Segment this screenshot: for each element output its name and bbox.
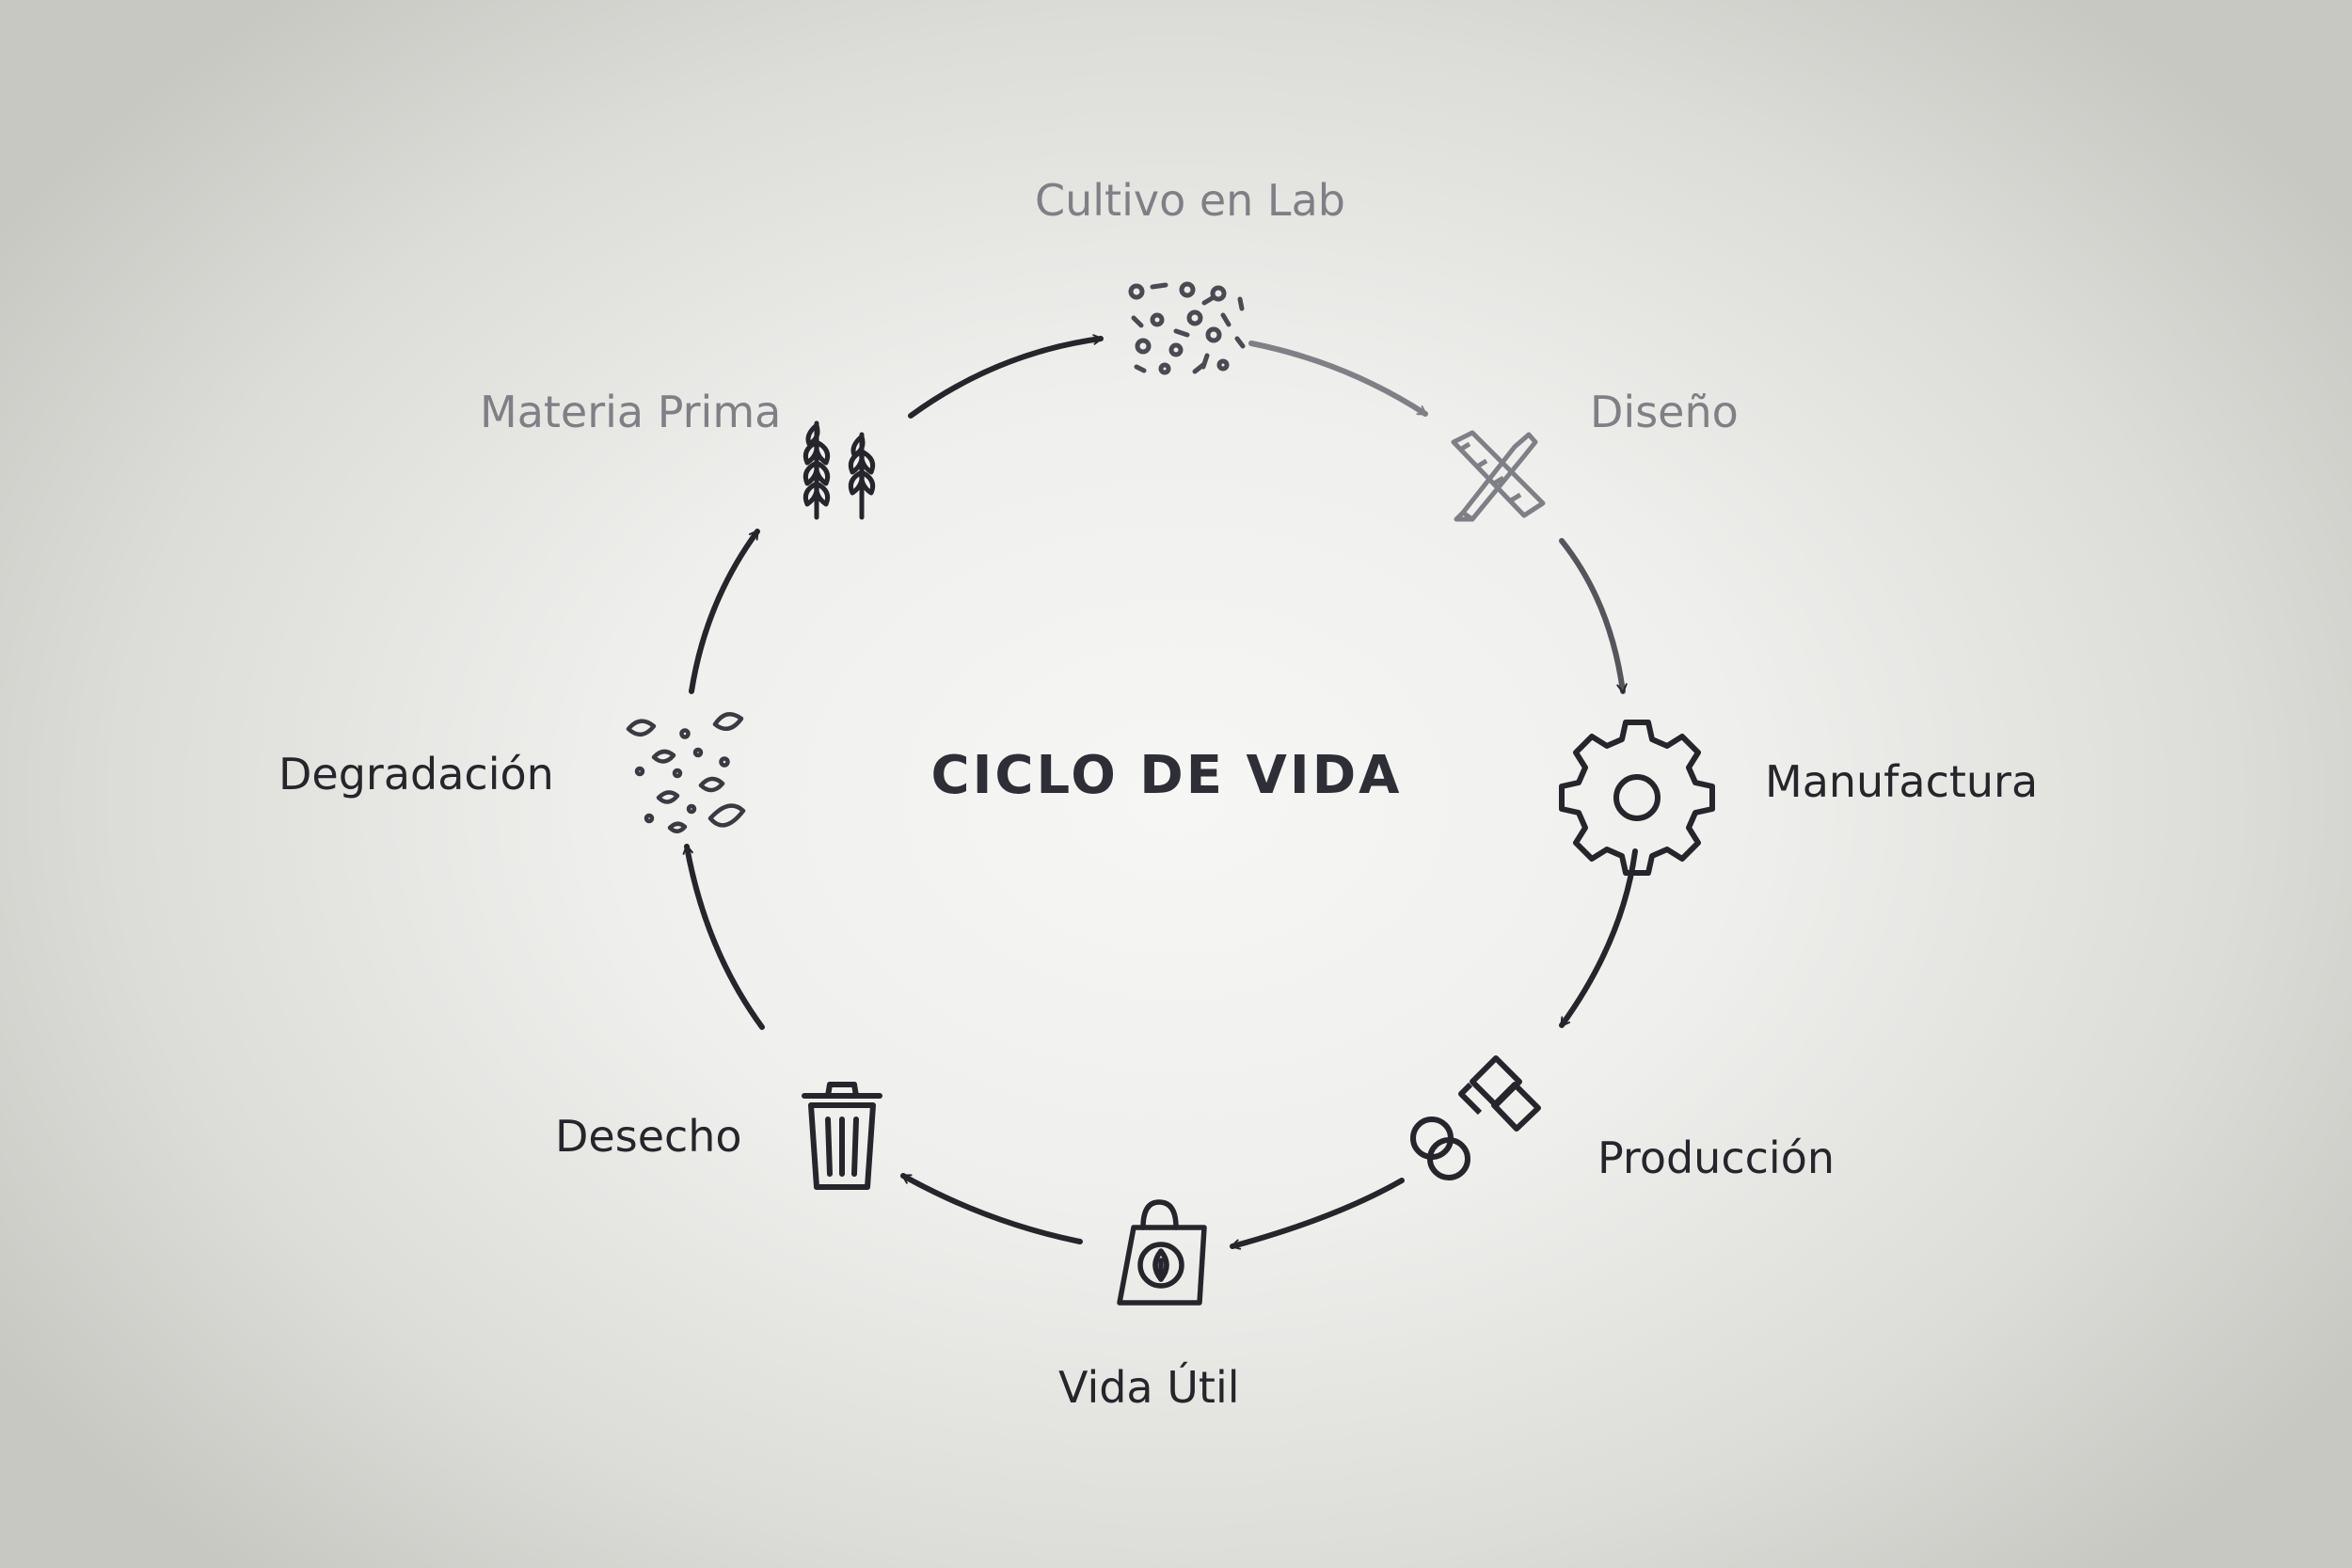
arrow-produccion-to-vidautil bbox=[1230, 1178, 1405, 1250]
arrow-materia-to-cultivo bbox=[908, 334, 1104, 419]
pencil-ruler-icon bbox=[1451, 430, 1546, 522]
leaves-scatter-icon bbox=[626, 711, 746, 833]
stage-label-vida-util: Vida Útil bbox=[1058, 1362, 1240, 1413]
gear-icon bbox=[1559, 720, 1715, 876]
stage-label-cultivo: Cultivo en Lab bbox=[1035, 175, 1345, 226]
stage-label-diseno: Diseño bbox=[1590, 387, 1739, 437]
stage-label-manufactura: Manufactura bbox=[1765, 756, 2039, 807]
arrow-vidautil-to-desecho bbox=[900, 1173, 1083, 1244]
stage-label-produccion: Producción bbox=[1597, 1132, 1835, 1183]
shopping-bag-leaf-icon bbox=[1117, 1199, 1207, 1306]
wheat-icon bbox=[803, 420, 876, 520]
arrow-desecho-to-degradacion bbox=[682, 844, 765, 1030]
arrow-diseno-to-manufactura bbox=[1559, 538, 1628, 694]
microbes-icon bbox=[1128, 281, 1246, 375]
trash-can-icon bbox=[802, 1082, 882, 1190]
arrow-cultivo-to-diseno bbox=[1248, 341, 1428, 417]
arrow-degradacion-to-materia bbox=[689, 529, 760, 694]
stage-label-materia: Materia Prima bbox=[480, 387, 782, 437]
diagram-title: CICLO DE VIDA bbox=[930, 745, 1403, 806]
stage-label-desecho: Desecho bbox=[555, 1111, 742, 1162]
stage-label-degradacion: Degradación bbox=[278, 749, 554, 800]
chain-blocks-icon bbox=[1410, 1055, 1541, 1180]
arrow-manufactura-to-produccion bbox=[1559, 848, 1638, 1028]
